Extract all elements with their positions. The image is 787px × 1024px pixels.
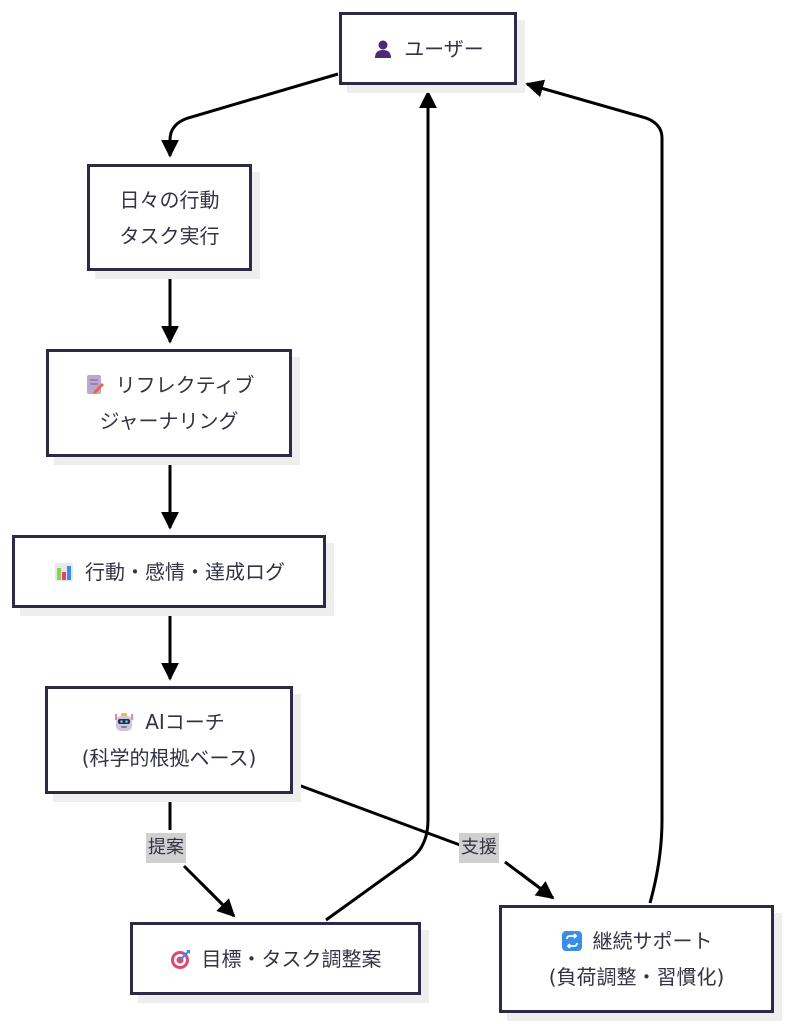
node-ai-coach[interactable]: AIコーチ (科学的根拠ベース) xyxy=(45,686,293,794)
node-log-label: 行動・感情・達成ログ xyxy=(85,559,285,584)
edge-coach-to-support-tip xyxy=(519,871,555,900)
node-support-line1: 継続サポート xyxy=(592,929,713,953)
node-support-line2: (負荷調整・習慣化) xyxy=(548,965,725,989)
edge-label-propose: 提案 xyxy=(146,833,186,863)
edge-support-to-user xyxy=(525,79,664,904)
edge-label-support: 支援 xyxy=(459,833,499,863)
node-user[interactable]: ユーザー xyxy=(339,12,517,85)
node-user-label: ユーザー xyxy=(404,36,484,61)
node-goal-adjustment[interactable]: 目標・タスク調整案 xyxy=(130,922,421,995)
node-goal-label: 目標・タスク調整案 xyxy=(201,946,382,971)
node-continuous-support[interactable]: 継続サポート (負荷調整・習慣化) xyxy=(499,905,774,1013)
repeat-icon xyxy=(561,930,583,952)
edge-goal-to-user xyxy=(325,90,437,922)
bar-chart-icon xyxy=(53,561,75,583)
user-silhouette-icon xyxy=(372,38,394,60)
node-daily-line2: タスク実行 xyxy=(119,223,220,248)
node-coach-line1: AIコーチ xyxy=(145,710,225,734)
node-journal-line2: ジャーナリング xyxy=(99,409,239,433)
node-journal-line1: リフレクティブ xyxy=(115,373,255,397)
node-coach-line2: (科学的根拠ベース) xyxy=(81,746,257,770)
robot-icon xyxy=(113,711,135,733)
node-action-log[interactable]: 行動・感情・達成ログ xyxy=(12,535,326,608)
edge-coach-to-goal-tip xyxy=(198,880,236,918)
edge-user-to-daily xyxy=(161,72,339,158)
node-daily-action[interactable]: 日々の行動 タスク実行 xyxy=(87,164,252,271)
node-reflective-journaling[interactable]: リフレクティブ ジャーナリング xyxy=(46,349,292,457)
memo-icon xyxy=(84,374,106,396)
target-icon xyxy=(170,948,192,970)
node-daily-line1: 日々の行動 xyxy=(119,187,220,212)
